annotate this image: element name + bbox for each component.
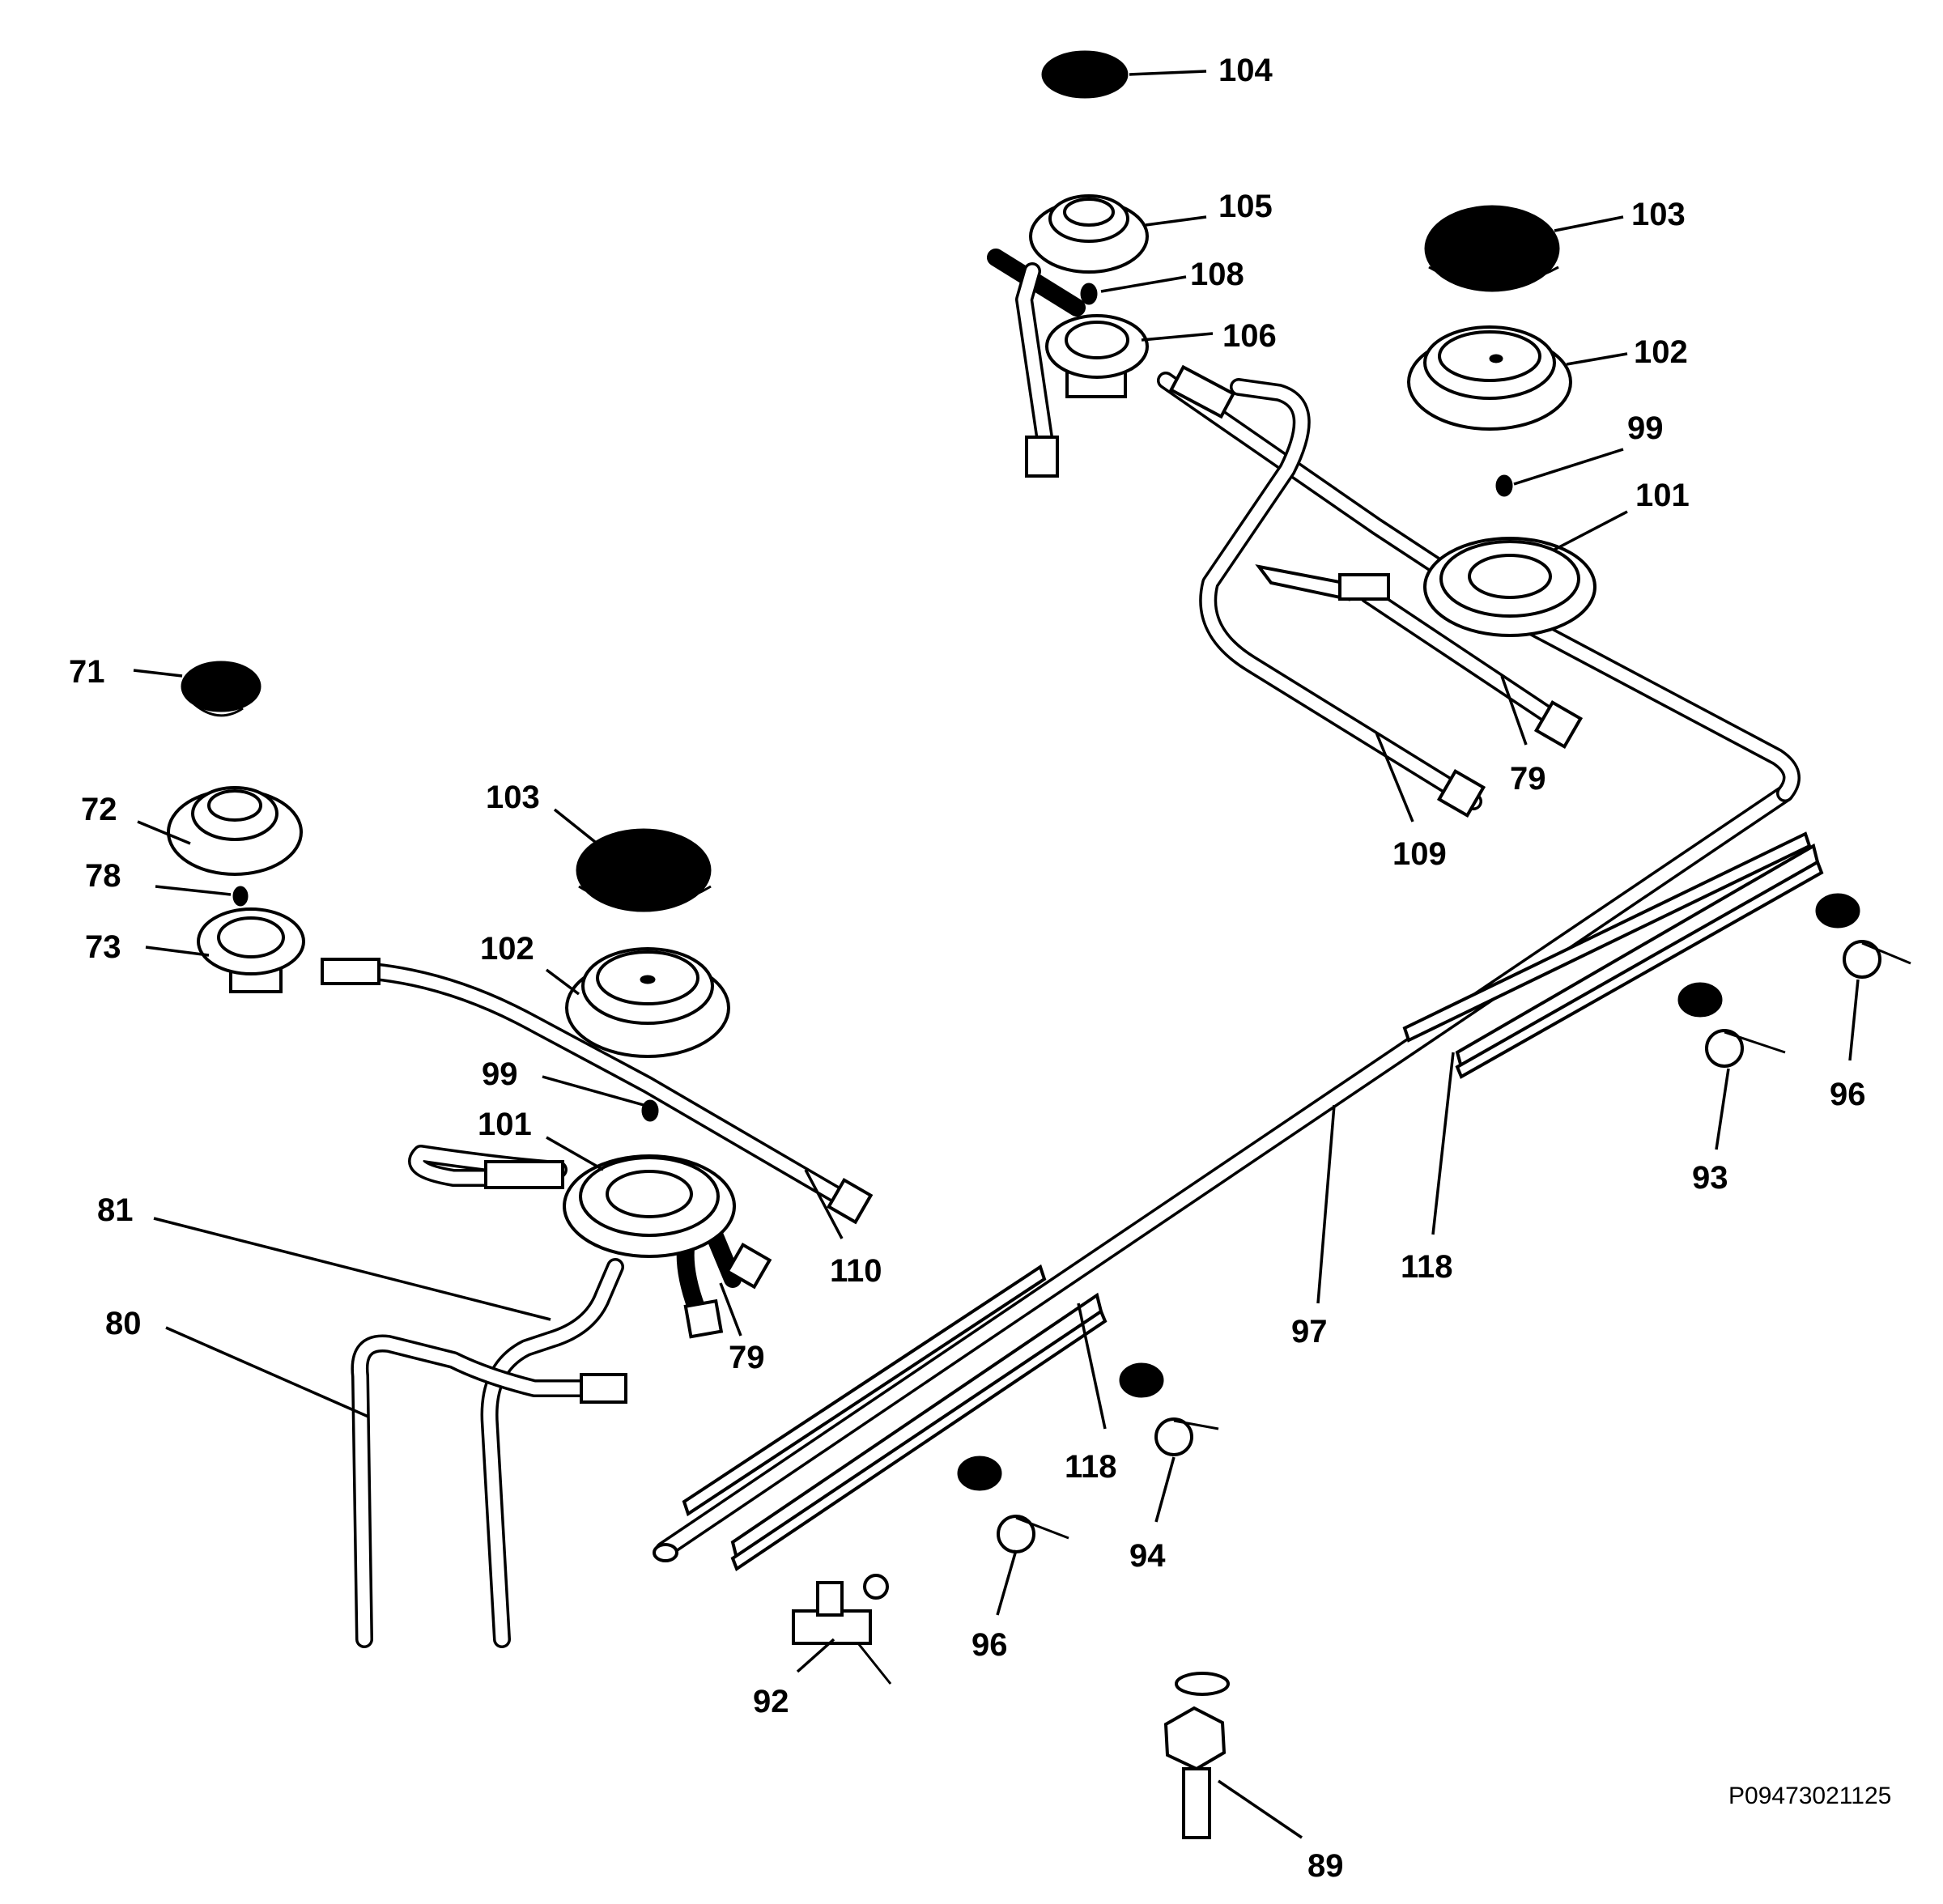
screw-99-left [641, 1099, 659, 1122]
diagram-code: P09473021125 [1728, 1783, 1891, 1809]
burner-crown-72 [167, 786, 303, 876]
label-104: 104 [1218, 53, 1273, 88]
burner-base-106 [1025, 314, 1149, 478]
gas-tap-93 [1677, 982, 1786, 1068]
label-105: 105 [1218, 189, 1273, 224]
rail-118 [653, 831, 1824, 1572]
label-102-right: 102 [1634, 334, 1688, 370]
label-97: 97 [1291, 1314, 1328, 1349]
label-96-left: 96 [972, 1627, 1008, 1663]
label-89: 89 [1307, 1848, 1344, 1884]
burner-cap-71 [181, 661, 261, 717]
label-109: 109 [1392, 836, 1447, 872]
label-103-right: 103 [1631, 197, 1686, 232]
burner-crown-105 [1029, 194, 1149, 274]
screw-108 [1080, 283, 1098, 305]
label-101-left: 101 [478, 1107, 532, 1142]
label-72: 72 [81, 792, 117, 827]
burner-cap-103-right [1424, 205, 1560, 292]
gas-tap-96-right [1815, 893, 1911, 979]
label-99-left: 99 [482, 1056, 518, 1092]
burner-base-73 [197, 907, 381, 993]
label-92: 92 [753, 1684, 789, 1719]
burner-crown-102-left [565, 947, 730, 1058]
label-106: 106 [1222, 318, 1277, 354]
label-94: 94 [1129, 1538, 1166, 1574]
label-71: 71 [69, 654, 105, 690]
gas-tap-96-left [957, 1456, 1069, 1553]
leader-lines [133, 70, 1860, 1839]
label-93: 93 [1692, 1160, 1728, 1196]
label-118-right: 118 [1401, 1249, 1453, 1285]
pipe-fittings [580, 364, 1584, 1404]
label-118-left: 118 [1065, 1449, 1117, 1485]
label-99-right: 99 [1627, 410, 1664, 446]
label-78: 78 [85, 858, 121, 894]
label-103-left: 103 [486, 780, 540, 815]
burner-base-101-right [1255, 537, 1596, 637]
label-102-left: 102 [480, 931, 534, 967]
burner-cap-103-left [576, 828, 712, 912]
gas-tap-92 [792, 1574, 892, 1685]
label-79-right: 79 [1510, 761, 1546, 797]
label-108: 108 [1190, 257, 1244, 292]
label-81: 81 [97, 1192, 134, 1228]
label-101-right: 101 [1635, 478, 1690, 513]
burner-crown-102-right [1407, 325, 1572, 431]
part-labels: 104 105 108 106 103 102 99 101 79 109 71… [69, 53, 1891, 1884]
label-110: 110 [830, 1253, 882, 1289]
label-96-right: 96 [1830, 1077, 1866, 1112]
label-73: 73 [85, 929, 121, 965]
pipework [351, 249, 1801, 1648]
label-80: 80 [105, 1306, 142, 1341]
gas-tap-94 [1119, 1362, 1219, 1456]
screw-78 [232, 886, 249, 907]
screw-99-right [1495, 474, 1513, 497]
label-79-left: 79 [729, 1340, 765, 1375]
burner-cap-104 [1041, 50, 1129, 99]
connector-89 [1163, 1672, 1230, 1839]
burner-base-101-left [484, 1154, 736, 1258]
